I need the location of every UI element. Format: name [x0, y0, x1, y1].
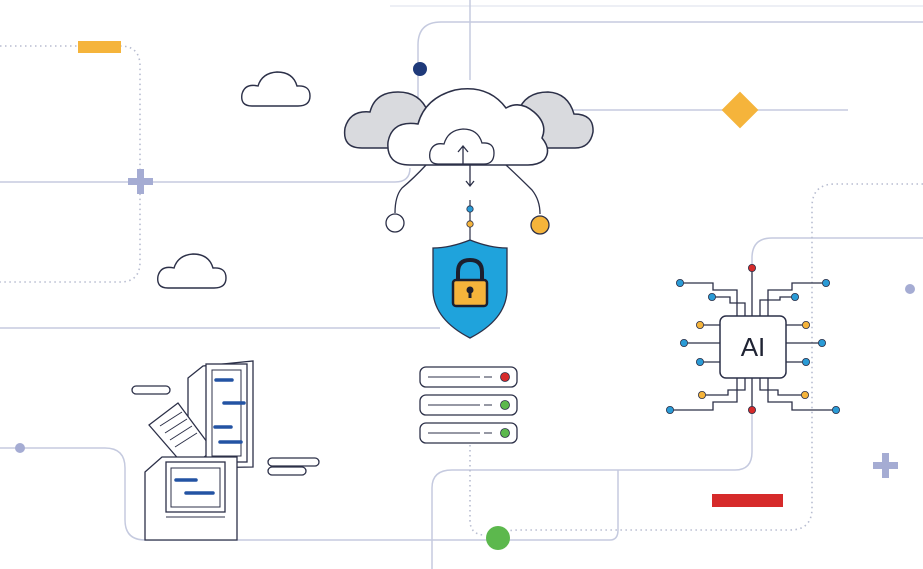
right-upper-line [751, 237, 923, 268]
chip-pins [666, 263, 841, 414]
chip-body [719, 315, 787, 379]
doc-front-tabs [174, 478, 215, 495]
link-dot-amber [466, 220, 474, 228]
bottom-left-line [0, 447, 619, 541]
left-dotted-frame [0, 45, 141, 283]
lock-shackle [456, 257, 484, 281]
server-unit [419, 394, 518, 416]
small-cloud-top-icon [241, 71, 311, 107]
navy-dot [413, 62, 427, 76]
cloud-branch-right [505, 164, 541, 215]
link-dot-blue [466, 205, 474, 213]
gray-dot-right [905, 284, 915, 294]
lock-keyhole [466, 286, 474, 294]
doc-pill [267, 457, 320, 467]
ai-connector [431, 412, 753, 569]
diamond-icon [721, 91, 759, 129]
plus-icon [873, 453, 898, 478]
ai-chip-label: AI [741, 332, 766, 362]
doc-tabs [213, 378, 246, 444]
ai-chip-icon: AI [666, 263, 841, 414]
doc-pill [131, 385, 171, 395]
branch-node-amber [530, 215, 550, 235]
cloud-front [387, 88, 549, 166]
small-cloud-left-icon [157, 253, 227, 289]
gray-dot-left [15, 443, 25, 453]
left-connector [0, 167, 411, 183]
cloud-branch-left [394, 164, 427, 214]
red-bar [712, 494, 783, 507]
cloud-upload-icon [343, 88, 594, 240]
lock-keyhole-slot [468, 291, 472, 298]
doc-pill [267, 466, 307, 476]
documents-icon [131, 360, 320, 541]
center-dotted-line [469, 440, 486, 536]
top-connector [417, 21, 923, 105]
upload-arrow-icon [457, 144, 469, 164]
cloud-downlink [465, 165, 475, 188]
server-unit [419, 366, 518, 388]
branch-node-white [385, 213, 405, 233]
shield-lock-icon [432, 239, 508, 339]
server-stack-icon [419, 366, 518, 444]
server-unit [419, 422, 518, 444]
green-node [486, 526, 510, 550]
amber-bar [78, 41, 121, 53]
plus-icon [128, 169, 153, 194]
right-dotted-frame [497, 183, 923, 539]
